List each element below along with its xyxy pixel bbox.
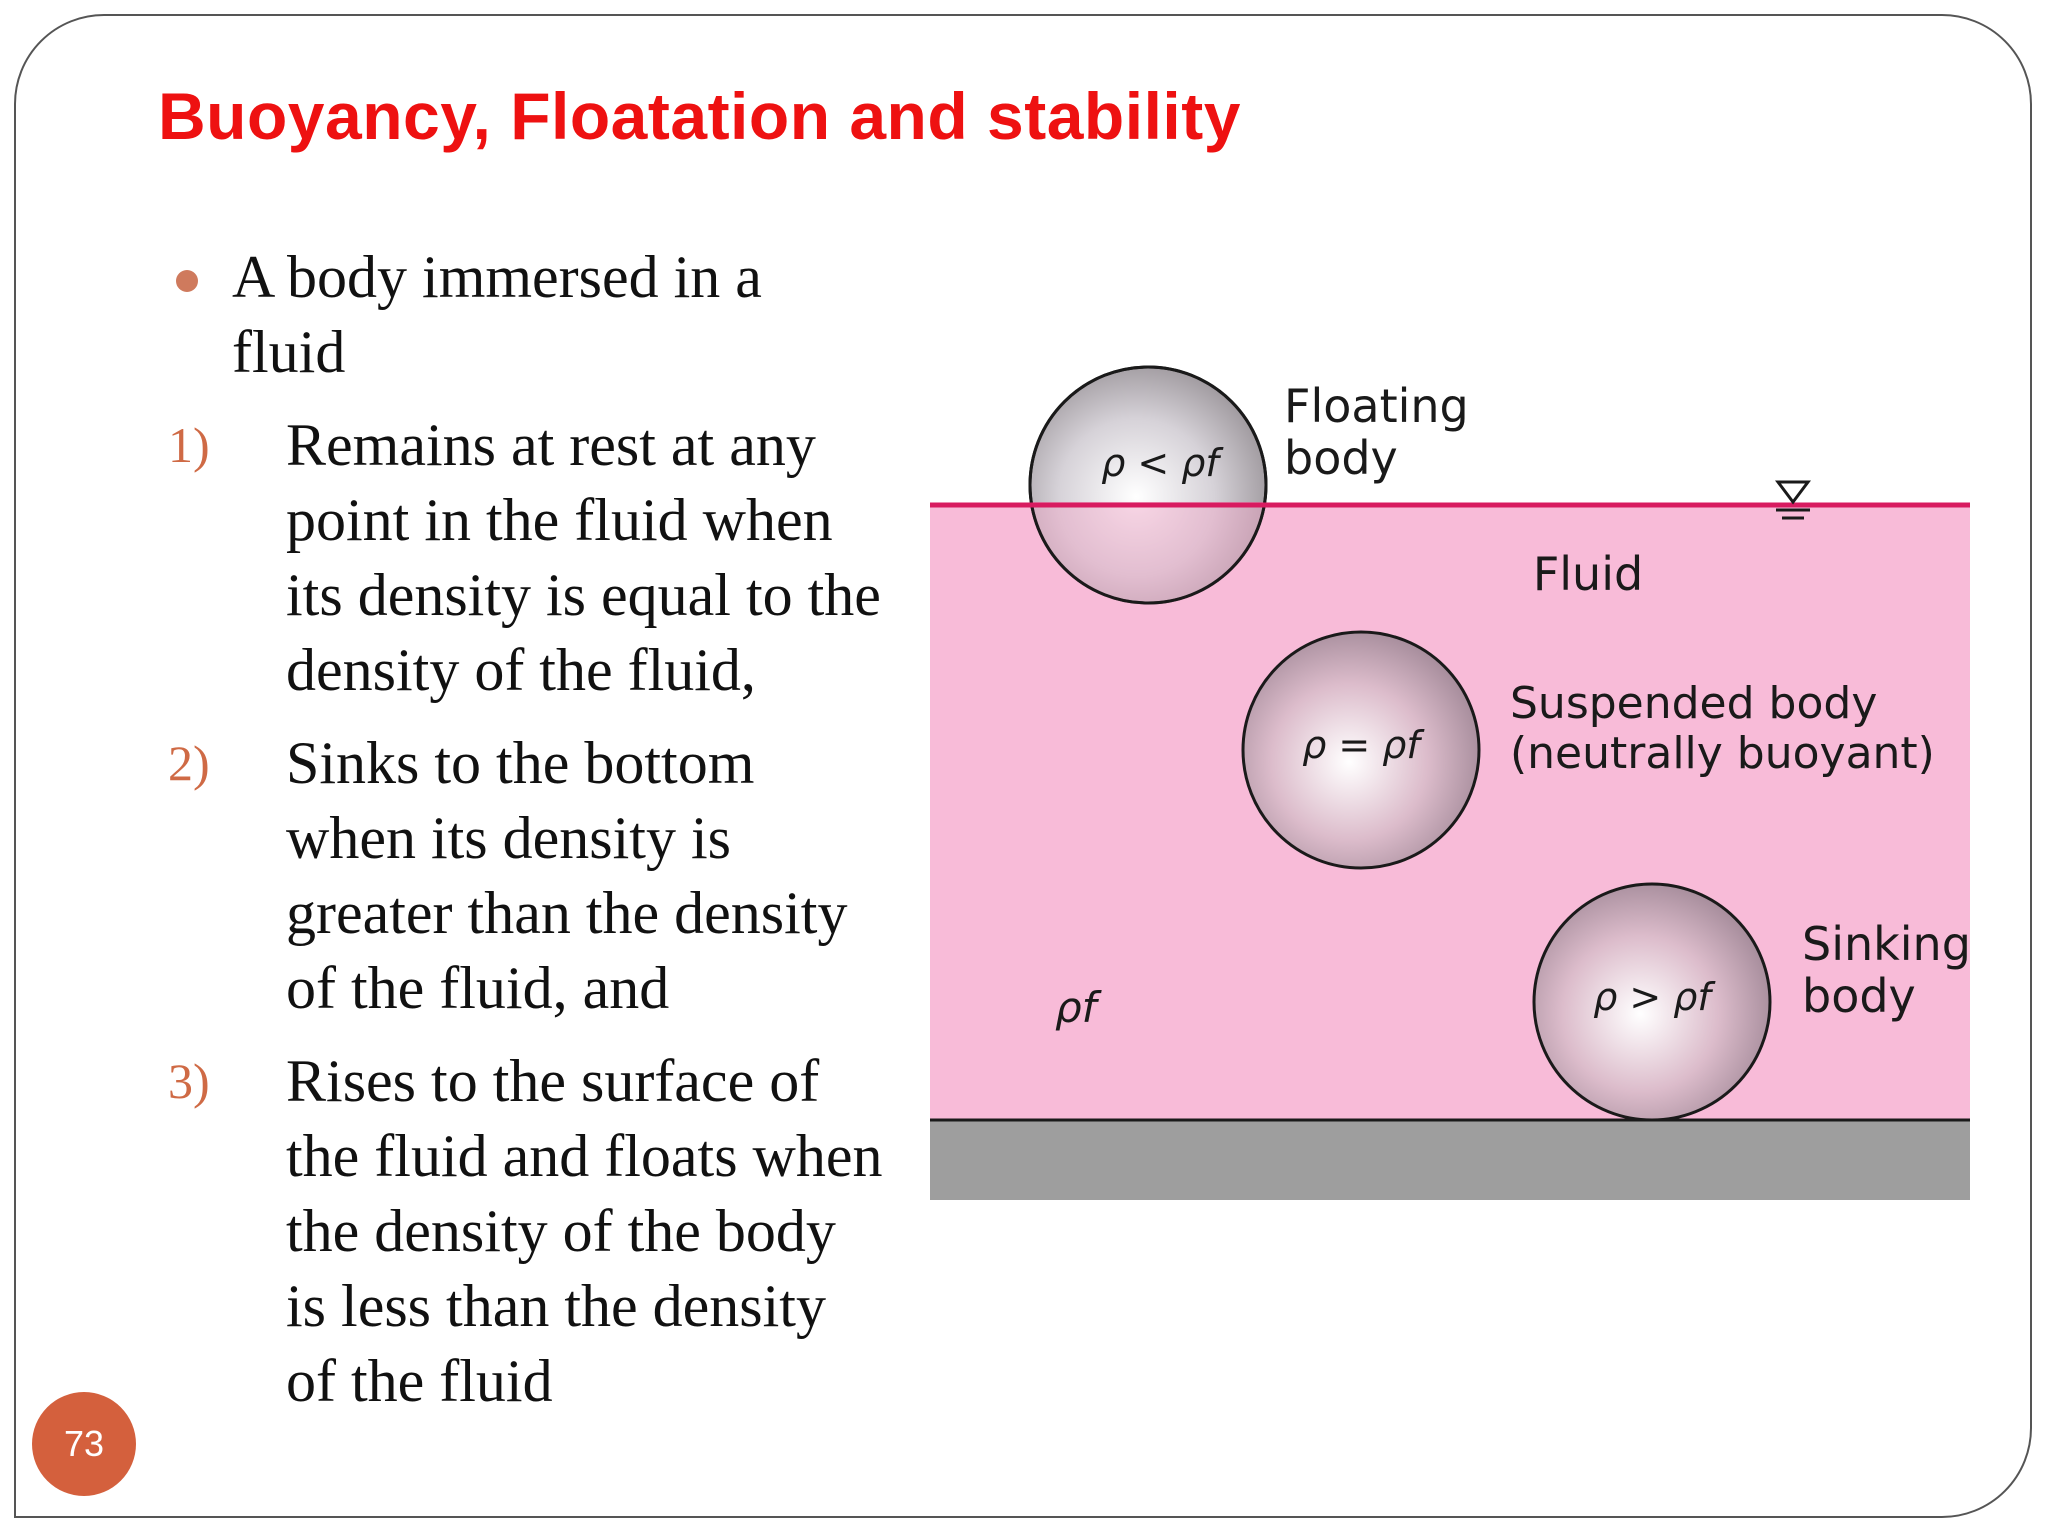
suspended-ball (1241, 630, 1481, 870)
fluid-density-label: ρf (1055, 983, 1103, 1032)
intro-bullet: A body immersed in a fluid (168, 240, 888, 390)
suspended-label-line2: (neutrally buoyant) (1510, 728, 1935, 779)
floating-relation: ρ < ρf (1101, 441, 1224, 485)
free-surface-icon (1775, 480, 1811, 520)
list-item-1: 1) Remains at rest at any point in the f… (168, 408, 888, 708)
container-floor (930, 1120, 1970, 1200)
intro-text: A body immersed in a fluid (232, 244, 762, 385)
sinking-label-line2: body (1802, 969, 1916, 1023)
list-item-2: 2) Sinks to the bottom when its density … (168, 726, 888, 1026)
bullet-dot-icon (176, 270, 198, 292)
sinking-label-line1: Sinking (1802, 917, 1971, 971)
list-item-number: 2) (168, 735, 210, 791)
sinking-relation: ρ > ρf (1593, 975, 1716, 1019)
buoyancy-figure: ρ < ρf Floating body Fluid ρ = ρf Suspen… (920, 350, 1980, 1215)
floating-label-line1: Floating (1284, 379, 1469, 433)
list-item-text: Remains at rest at any point in the flui… (286, 412, 881, 703)
floating-label-line2: body (1284, 431, 1398, 485)
fluid-label: Fluid (1533, 547, 1643, 601)
buoyancy-diagram: ρ < ρf Floating body Fluid ρ = ρf Suspen… (930, 365, 1971, 1200)
list-item-text: Rises to the surface of the fluid and fl… (286, 1048, 883, 1414)
list-item-text: Sinks to the bottom when its density is … (286, 730, 848, 1021)
floating-ball (1028, 365, 1268, 605)
list-item-number: 3) (168, 1053, 210, 1109)
page-number-badge: 73 (32, 1392, 136, 1496)
suspended-label-line1: Suspended body (1510, 678, 1877, 729)
list-item-number: 1) (168, 417, 210, 473)
slide-title: Buoyancy, Floatation and stability (158, 79, 1241, 153)
sinking-ball (1532, 882, 1772, 1122)
list-item-3: 3) Rises to the surface of the fluid and… (168, 1044, 888, 1419)
suspended-relation: ρ = ρf (1302, 723, 1425, 767)
